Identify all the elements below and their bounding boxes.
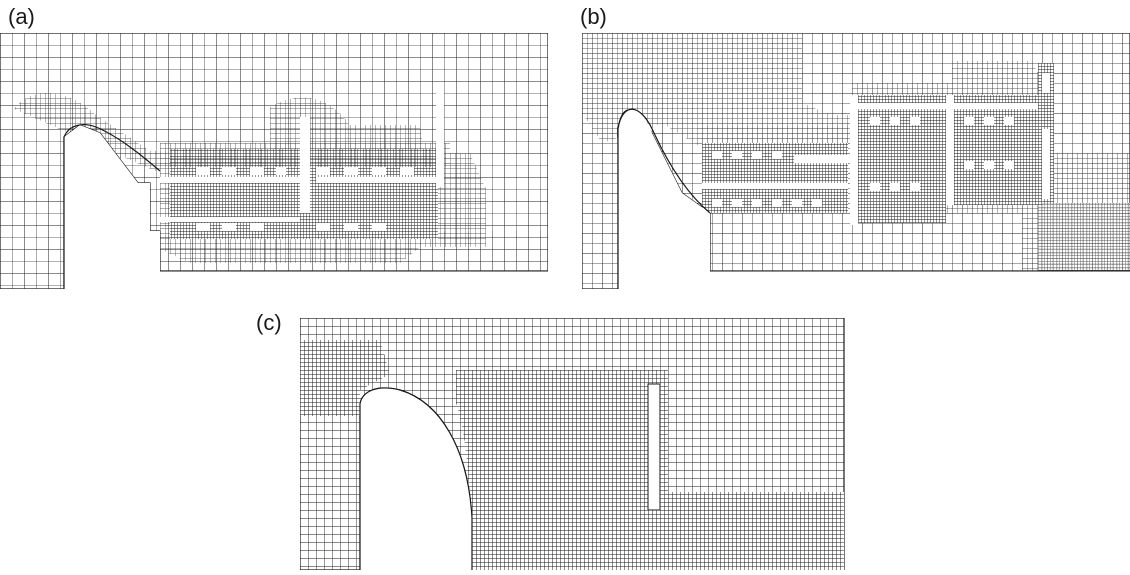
mesh-obstacle-c	[360, 387, 472, 570]
panel-label-b: (b)	[580, 4, 607, 29]
mesh-openings-b	[702, 73, 1050, 225]
mesh-refinement-region-c	[300, 340, 390, 416]
mesh-slot-c	[647, 383, 661, 511]
panel-label-a: (a)	[8, 4, 35, 29]
mesh-panel-a	[0, 33, 548, 289]
mesh-panel-b	[582, 33, 1130, 289]
mesh-panel-c	[300, 318, 845, 570]
mesh-obstacle-b	[618, 109, 710, 289]
panel-label-c: (c)	[256, 310, 282, 335]
mesh-openings-a	[160, 83, 444, 231]
mesh-obstacle-a	[64, 125, 160, 289]
